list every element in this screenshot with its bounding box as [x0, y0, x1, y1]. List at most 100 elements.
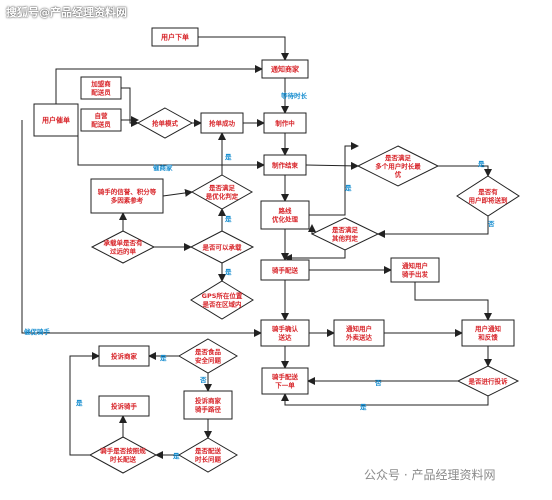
node-label: 是否可以承载: [202, 242, 243, 251]
node-can-carry-decision-diamond: 是否可以承载: [189, 230, 255, 264]
flow-arrow-16: [377, 216, 489, 238]
node-user-order-process-box: 用户下单: [151, 27, 199, 47]
flow-arrow-12: [305, 161, 359, 170]
node-label: 优: [395, 169, 402, 178]
node-label: 自营: [95, 111, 109, 120]
edge-label-yes: 是: [224, 214, 232, 223]
node-label: 加盟商: [90, 79, 111, 88]
node-label: 是否满足: [384, 153, 412, 162]
node-label: 抢单模式: [152, 118, 179, 127]
node-label: 通知用户: [402, 261, 428, 270]
node-label: 多因素参考: [111, 195, 144, 204]
flow-arrow-32: [281, 393, 489, 406]
node-label: 骑手确认: [272, 324, 299, 333]
edge-label-yes: 是: [75, 398, 83, 407]
node-user-urge-process-box: 用户催单: [33, 103, 79, 137]
watermark-bottom: 公众号 · 产品经理资料网: [364, 468, 496, 482]
edge-label-no: 否: [374, 379, 382, 387]
node-label: 用户下单: [161, 32, 189, 41]
node-label: 配送员: [91, 87, 111, 96]
node-label: 骑手配送: [272, 372, 299, 381]
node-label: 是否食品: [194, 347, 222, 356]
node-label: 承载单是否有: [104, 238, 144, 247]
flow-arrow-2: [55, 65, 263, 104]
node-label: 路线: [279, 206, 293, 215]
node-label: 投诉商家: [111, 351, 138, 360]
flow-nodes: 用户下单通知商家用户催单加盟商配送员自营配送员抢单模式抢单成功制作中制作结束骑手…: [33, 27, 520, 474]
node-label: 投诉骑手: [111, 401, 138, 410]
flow-arrow-13: [438, 165, 492, 177]
node-label: 制作中: [275, 118, 295, 127]
node-grab-mode-decision-diamond: 抢单模式: [136, 107, 194, 139]
edge-label-yes: 是: [477, 159, 485, 168]
node-label: 抢单成功: [209, 118, 236, 127]
node-label: 优化处理: [272, 214, 299, 223]
flow-connectors: [21, 36, 492, 459]
node-want-complain-decision-diamond: 是否进行投诉: [456, 365, 520, 397]
node-complain-merchant-process-box: 投诉商家: [98, 345, 150, 367]
flow-arrow-4: [121, 87, 139, 127]
node-label: 用户通知: [474, 324, 502, 333]
node-notify-merchant-process-box: 通知商家: [261, 59, 309, 79]
node-label: 是优化判定: [205, 191, 239, 200]
node-label: 制作结束: [272, 160, 299, 169]
node-label: 骑手配送: [272, 265, 299, 274]
flow-arrow-27: [21, 120, 262, 337]
node-making-process-box: 制作中: [263, 112, 307, 134]
flow-arrow-25: [414, 282, 492, 321]
flow-arrow-39: [69, 352, 100, 456]
flow-arrow-11: [162, 188, 193, 197]
node-label: 时长配送: [110, 454, 137, 463]
node-label: 通知用户: [346, 324, 372, 333]
node-label: 通知商家: [271, 64, 300, 73]
edge-label-urge-rider: 催促骑手: [24, 327, 51, 336]
node-label: 是否配送: [194, 446, 222, 455]
node-label: GPS所在位置: [202, 291, 243, 300]
node-label: 时长问题: [195, 454, 222, 463]
node-label: 骑手路径: [195, 404, 222, 413]
watermark-top: 搜狐号@产品经理资料网: [6, 6, 127, 19]
edge-label-urge-merchant: 催商家: [153, 163, 173, 172]
node-making-done-process-box: 制作结束: [263, 154, 307, 176]
node-label: 骑手的信誉、积分等: [98, 187, 157, 196]
flow-arrow-15: [309, 142, 359, 216]
node-label: 安全问题: [195, 355, 222, 364]
node-label: 配送员: [91, 119, 111, 128]
node-rider-deliver-process-box: 骑手配送: [260, 259, 310, 281]
node-label: 其他判定: [332, 233, 359, 242]
node-complain-rider-process-box: 投诉骑手: [98, 395, 150, 417]
node-label: 下一单: [275, 380, 295, 389]
node-label: 是否满足: [208, 183, 236, 192]
edge-label-yes: 是: [344, 183, 352, 192]
node-label: 用户催单: [42, 115, 70, 124]
node-label: 是否有: [477, 187, 498, 196]
edge-label-yes: 是: [172, 451, 180, 460]
node-label: 骑手出发: [402, 269, 429, 278]
node-label: 过远的单: [110, 246, 137, 255]
flow-arrow-1: [198, 36, 289, 61]
node-label: 外卖送达: [346, 332, 373, 341]
node-label: 和反馈: [477, 332, 498, 341]
edge-label-no: 否: [199, 376, 207, 384]
node-label: 用户即将送到: [468, 195, 509, 204]
edge-label-yes: 是: [159, 353, 167, 362]
flow-arrow-17: [284, 250, 346, 262]
node-grab-success-process-box: 抢单成功: [200, 112, 244, 134]
node-label: 送达: [278, 332, 293, 341]
edge-label-yes: 是: [224, 152, 232, 161]
node-label: 是否满足: [331, 225, 359, 234]
